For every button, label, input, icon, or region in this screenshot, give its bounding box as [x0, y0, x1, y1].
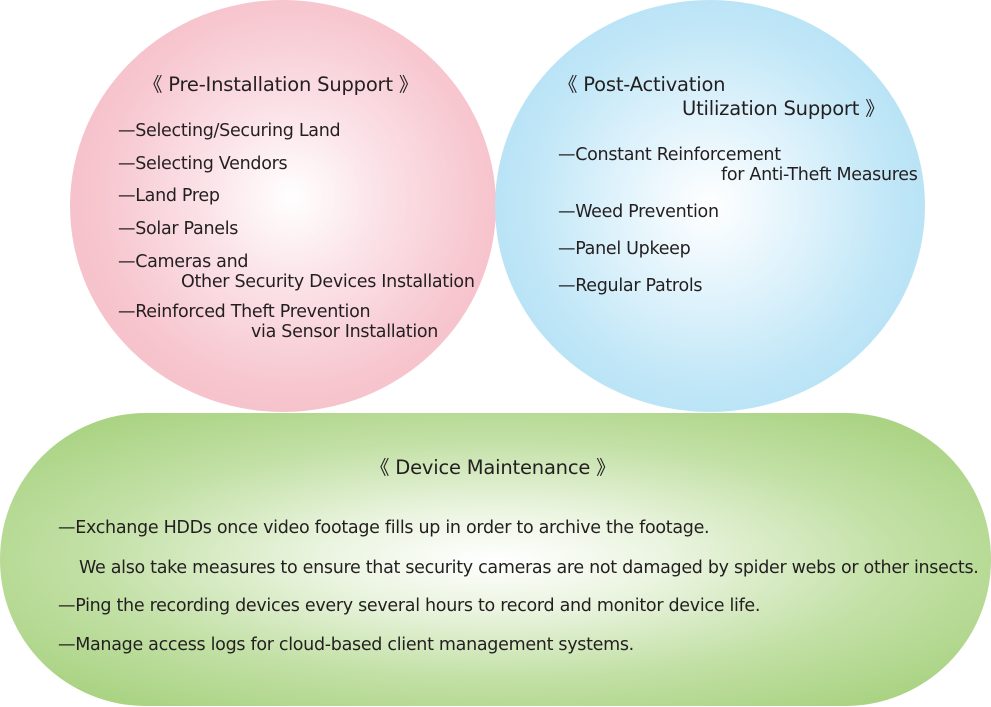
post-activation-circle [495, 0, 925, 412]
pre-installation-title: 《 Pre-Installation Support 》 [143, 73, 419, 96]
post-activation-item-continued: for Anti-Theft Measures [721, 165, 918, 185]
device-maintenance-item: —Ping the recording devices every severa… [58, 596, 761, 616]
pre-installation-item: —Selecting Vendors [118, 154, 288, 174]
pre-installation-item: —Selecting/Securing Land [118, 121, 341, 141]
device-maintenance-item: —Manage access logs for cloud-based clie… [58, 635, 634, 655]
post-activation-item: —Regular Patrols [558, 276, 703, 296]
pre-installation-item: —Solar Panels [118, 219, 239, 239]
pre-installation-circle [70, 0, 496, 412]
post-activation-title-line1: 《 Post-Activation [558, 73, 726, 96]
pre-installation-item: —Reinforced Theft Prevention [118, 302, 371, 322]
post-activation-item: —Weed Prevention [558, 202, 719, 222]
post-activation-title-line2: Utilization Support 》 [682, 97, 885, 120]
post-activation-item: —Constant Reinforcement [558, 145, 781, 165]
pre-installation-item-continued: via Sensor Installation [251, 322, 439, 342]
device-maintenance-item-continued: We also take measures to ensure that sec… [79, 558, 979, 578]
pre-installation-item: —Land Prep [118, 186, 220, 206]
pre-installation-item-continued: Other Security Devices Installation [181, 272, 475, 292]
device-maintenance-pill [0, 413, 991, 706]
post-activation-item: —Panel Upkeep [558, 239, 691, 259]
pre-installation-item: —Cameras and [118, 252, 249, 272]
device-maintenance-item: —Exchange HDDs once video footage fills … [58, 518, 710, 538]
device-maintenance-title: 《 Device Maintenance 》 [370, 456, 616, 479]
